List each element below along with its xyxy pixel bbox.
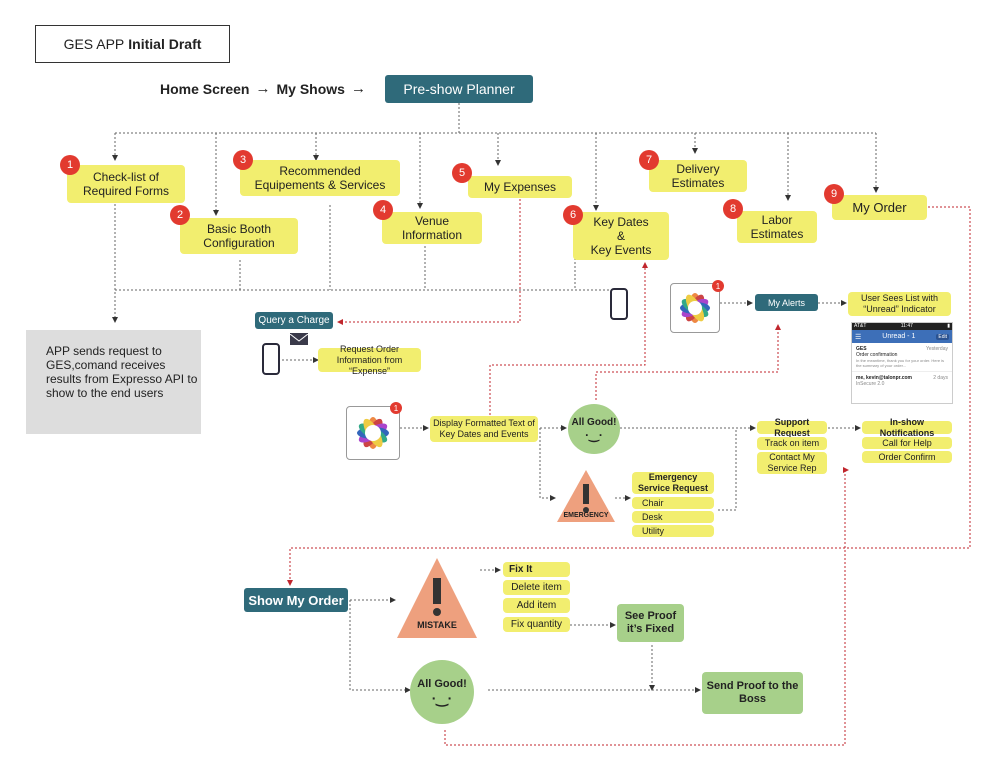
key-dates-line1: Key Dates: [593, 215, 649, 229]
emergency-warning: EMERGENCY: [555, 468, 617, 524]
emergency-utility[interactable]: Utility: [632, 525, 714, 537]
card-my-expenses[interactable]: My Expenses: [468, 176, 572, 198]
phone-icon: [610, 288, 628, 320]
notification-badge-2: 1: [390, 402, 402, 414]
key-dates-line3: Key Events: [590, 243, 652, 257]
status-carrier: AT&T: [854, 323, 867, 329]
envelope-icon: [289, 333, 309, 345]
badge-8: 8: [723, 199, 743, 219]
user-sees-list-note: User Sees List with “Unread” Indicator: [848, 292, 951, 316]
all-good-small: All Good! ·‿·: [568, 404, 620, 454]
unread-header: ☰ Unread - 1 Edit: [852, 330, 952, 343]
card-recommended-equipment[interactable]: Recommended Equipements & Services: [240, 160, 400, 196]
message-row-1[interactable]: GES Yesterday Order confirmation In the m…: [852, 343, 952, 372]
add-item-button[interactable]: Add item: [503, 598, 570, 613]
msg1-date: Yesterday: [925, 346, 948, 352]
badge-2: 2: [170, 205, 190, 225]
emergency-service-header: Emergency Service Request: [632, 472, 714, 494]
message-row-2[interactable]: me, kevin@talonpr.com 2 days InSecure 2.0: [852, 372, 952, 390]
my-alerts-button[interactable]: My Alerts: [755, 294, 818, 311]
phone-icon-2: [262, 343, 280, 375]
menu-icon[interactable]: ☰: [855, 333, 862, 341]
card-delivery-estimates[interactable]: Delivery Estimates: [649, 160, 747, 192]
nav-home: Home Screen: [160, 80, 250, 97]
document-title: GES APP Initial Draft: [35, 25, 230, 63]
query-charge-button[interactable]: Query a Charge: [255, 312, 333, 329]
mistake-triangle-icon: [397, 558, 477, 638]
request-order-info: Request Order Information from “Expense”: [318, 344, 421, 376]
mistake-warning: MISTAKE: [395, 556, 479, 640]
breadcrumb: Home Screen → My Shows →: [160, 80, 366, 97]
nav-arrow-1: →: [255, 80, 271, 97]
card-key-dates[interactable]: Key Dates & Key Events: [573, 212, 669, 260]
in-show-notifications-header: In-show Notifications: [862, 417, 952, 438]
notification-badge: 1: [712, 280, 724, 292]
call-for-help-button[interactable]: Call for Help: [862, 437, 952, 449]
all-good-large-label: All Good!: [417, 677, 467, 690]
all-good-small-label: All Good!: [571, 416, 617, 428]
send-proof-to-boss[interactable]: Send Proof to the Boss: [702, 672, 803, 714]
badge-9: 9: [824, 184, 844, 204]
emergency-label: EMERGENCY: [563, 512, 609, 519]
badge-6: 6: [563, 205, 583, 225]
badge-1: 1: [60, 155, 80, 175]
delete-item-button[interactable]: Delete item: [503, 580, 570, 595]
msg1-body: In the meantime, thank you for your orde…: [856, 358, 945, 368]
msg2-date: 2 days: [933, 375, 948, 381]
card-booth-config[interactable]: Basic Booth Configuration: [180, 218, 298, 254]
badge-5: 5: [452, 163, 472, 183]
msg2-from: me, kevin@talonpr.com: [856, 375, 913, 381]
nav-my-shows: My Shows: [276, 80, 345, 97]
all-good-large: All Good! ·‿·: [410, 660, 474, 724]
see-proof-fixed[interactable]: See Proof it’s Fixed: [617, 604, 684, 642]
contact-service-rep-button[interactable]: Contact My Service Rep: [757, 452, 827, 474]
status-bar: AT&T 11:47 ▮: [852, 323, 952, 330]
ges-app-icon[interactable]: [670, 283, 720, 333]
support-request-header: Support Request: [757, 417, 827, 438]
fix-it-header: Fix It: [503, 562, 570, 577]
card-labor-estimates[interactable]: Labor Estimates: [737, 211, 817, 243]
key-dates-line2: &: [616, 229, 625, 243]
track-item-button[interactable]: Track on item: [757, 437, 827, 450]
status-time: 11:47: [900, 323, 913, 329]
badge-7: 7: [639, 150, 659, 170]
badge-4: 4: [373, 200, 393, 220]
api-note: APP sends request to GES,comand receives…: [26, 330, 201, 434]
unread-title: Unread - 1: [882, 333, 916, 340]
unread-list-screenshot: AT&T 11:47 ▮ ☰ Unread - 1 Edit GES Yester…: [851, 322, 953, 404]
order-confirm-button[interactable]: Order Confirm: [862, 451, 952, 463]
nav-arrow-2: →: [350, 80, 366, 97]
card-checklist[interactable]: Check-list of Required Forms: [67, 165, 185, 203]
msg2-subject: InSecure 2.0: [856, 381, 885, 387]
flower-icon: [680, 293, 710, 323]
card-venue-info[interactable]: Venue Information: [382, 212, 482, 244]
warning-triangle-icon: [557, 470, 615, 522]
edit-button[interactable]: Edit: [936, 333, 949, 340]
fix-quantity-button[interactable]: Fix quantity: [503, 617, 570, 632]
title-normal: GES APP: [63, 36, 125, 52]
smile-icon-2: ·‿·: [431, 689, 453, 706]
card-my-order[interactable]: My Order: [832, 195, 927, 220]
msg1-subject: Order confirmation: [856, 352, 898, 358]
pre-show-planner-button[interactable]: Pre-show Planner: [385, 75, 533, 103]
badge-3: 3: [233, 150, 253, 170]
smile-icon: ·‿·: [585, 427, 603, 442]
emergency-chair[interactable]: Chair: [632, 497, 714, 509]
msg1-from: GES: [856, 346, 867, 352]
flower-icon-2: [357, 417, 389, 449]
emergency-desk[interactable]: Desk: [632, 511, 714, 523]
ges-app-icon-2[interactable]: [346, 406, 400, 460]
display-formatted-text: Display Formatted Text of Key Dates and …: [430, 416, 538, 442]
status-battery-icon: ▮: [947, 323, 950, 329]
show-my-order-button[interactable]: Show My Order: [244, 588, 348, 612]
mistake-label: MISTAKE: [417, 620, 457, 630]
title-bold: Initial Draft: [128, 36, 202, 52]
